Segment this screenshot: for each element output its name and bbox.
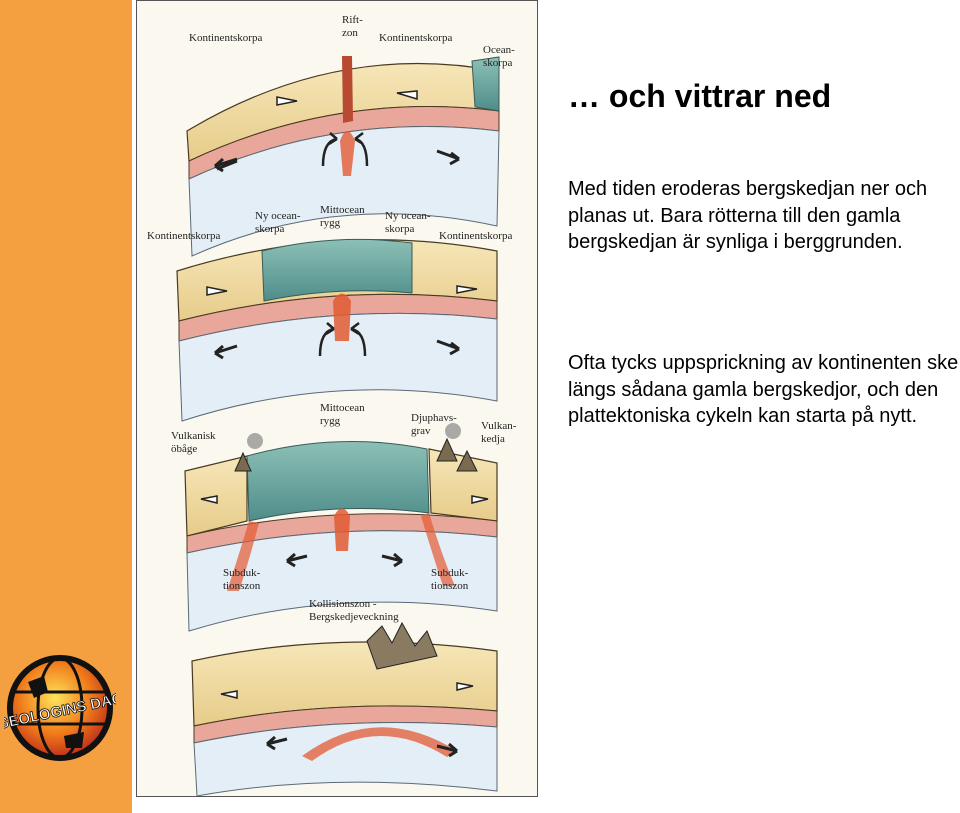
panel-rift: Kontinentskorpa Rift- zon Kontinentskorp… xyxy=(186,14,515,257)
svg-text:zon: zon xyxy=(342,27,358,39)
svg-text:Subduk-: Subduk- xyxy=(223,567,261,579)
paragraph-erosion: Med tiden eroderas bergskedjan ner och p… xyxy=(568,178,928,253)
svg-text:Kontinentskorpa: Kontinentskorpa xyxy=(147,230,220,242)
svg-text:grav: grav xyxy=(411,425,431,437)
svg-text:skorpa: skorpa xyxy=(483,57,512,69)
svg-text:rygg: rygg xyxy=(320,415,341,427)
svg-text:skorpa: skorpa xyxy=(255,223,284,235)
svg-text:skorpa: skorpa xyxy=(385,223,414,235)
geologins-dag-logo: GEOLOGINS DAG xyxy=(0,652,125,764)
slide-title: … och vittrar ned xyxy=(568,78,832,114)
svg-text:Subduk-: Subduk- xyxy=(431,567,469,579)
svg-text:Mittocean: Mittocean xyxy=(320,204,365,216)
paragraph-cycle: Ofta tycks uppsprickning av kontinenten … xyxy=(568,352,959,427)
svg-text:öbåge: öbåge xyxy=(171,443,197,455)
svg-text:Ny ocean-: Ny ocean- xyxy=(255,210,301,222)
svg-text:Kontinentskorpa: Kontinentskorpa xyxy=(189,32,262,44)
panel-new-ocean: Kontinentskorpa Ny ocean- skorpa Mittoce… xyxy=(147,204,512,422)
svg-text:tionszon: tionszon xyxy=(223,580,261,592)
svg-text:Rift-: Rift- xyxy=(342,14,363,26)
svg-text:Mittocean: Mittocean xyxy=(320,402,365,414)
panel-collision: Kollisionszon - Bergskedjeveckning xyxy=(191,598,498,796)
svg-text:rygg: rygg xyxy=(320,217,341,229)
svg-text:Kollisionszon -: Kollisionszon - xyxy=(309,598,377,610)
svg-text:Vulkanisk: Vulkanisk xyxy=(171,430,216,442)
svg-text:kedja: kedja xyxy=(481,433,505,445)
svg-text:tionszon: tionszon xyxy=(431,580,469,592)
svg-text:Bergskedjeveckning: Bergskedjeveckning xyxy=(309,611,399,623)
svg-text:Kontinentskorpa: Kontinentskorpa xyxy=(439,230,512,242)
svg-text:Djuphavs-: Djuphavs- xyxy=(411,412,457,424)
svg-text:Ny ocean-: Ny ocean- xyxy=(385,210,431,222)
panel-subduction: Mittocean rygg Djuphavs- grav Vulkanisk … xyxy=(171,402,517,632)
svg-text:Ocean-: Ocean- xyxy=(483,44,515,56)
svg-text:Vulkan-: Vulkan- xyxy=(481,420,517,432)
svg-text:Kontinentskorpa: Kontinentskorpa xyxy=(379,32,452,44)
plate-tectonics-figure: Kontinentskorpa Rift- zon Kontinentskorp… xyxy=(136,0,538,797)
